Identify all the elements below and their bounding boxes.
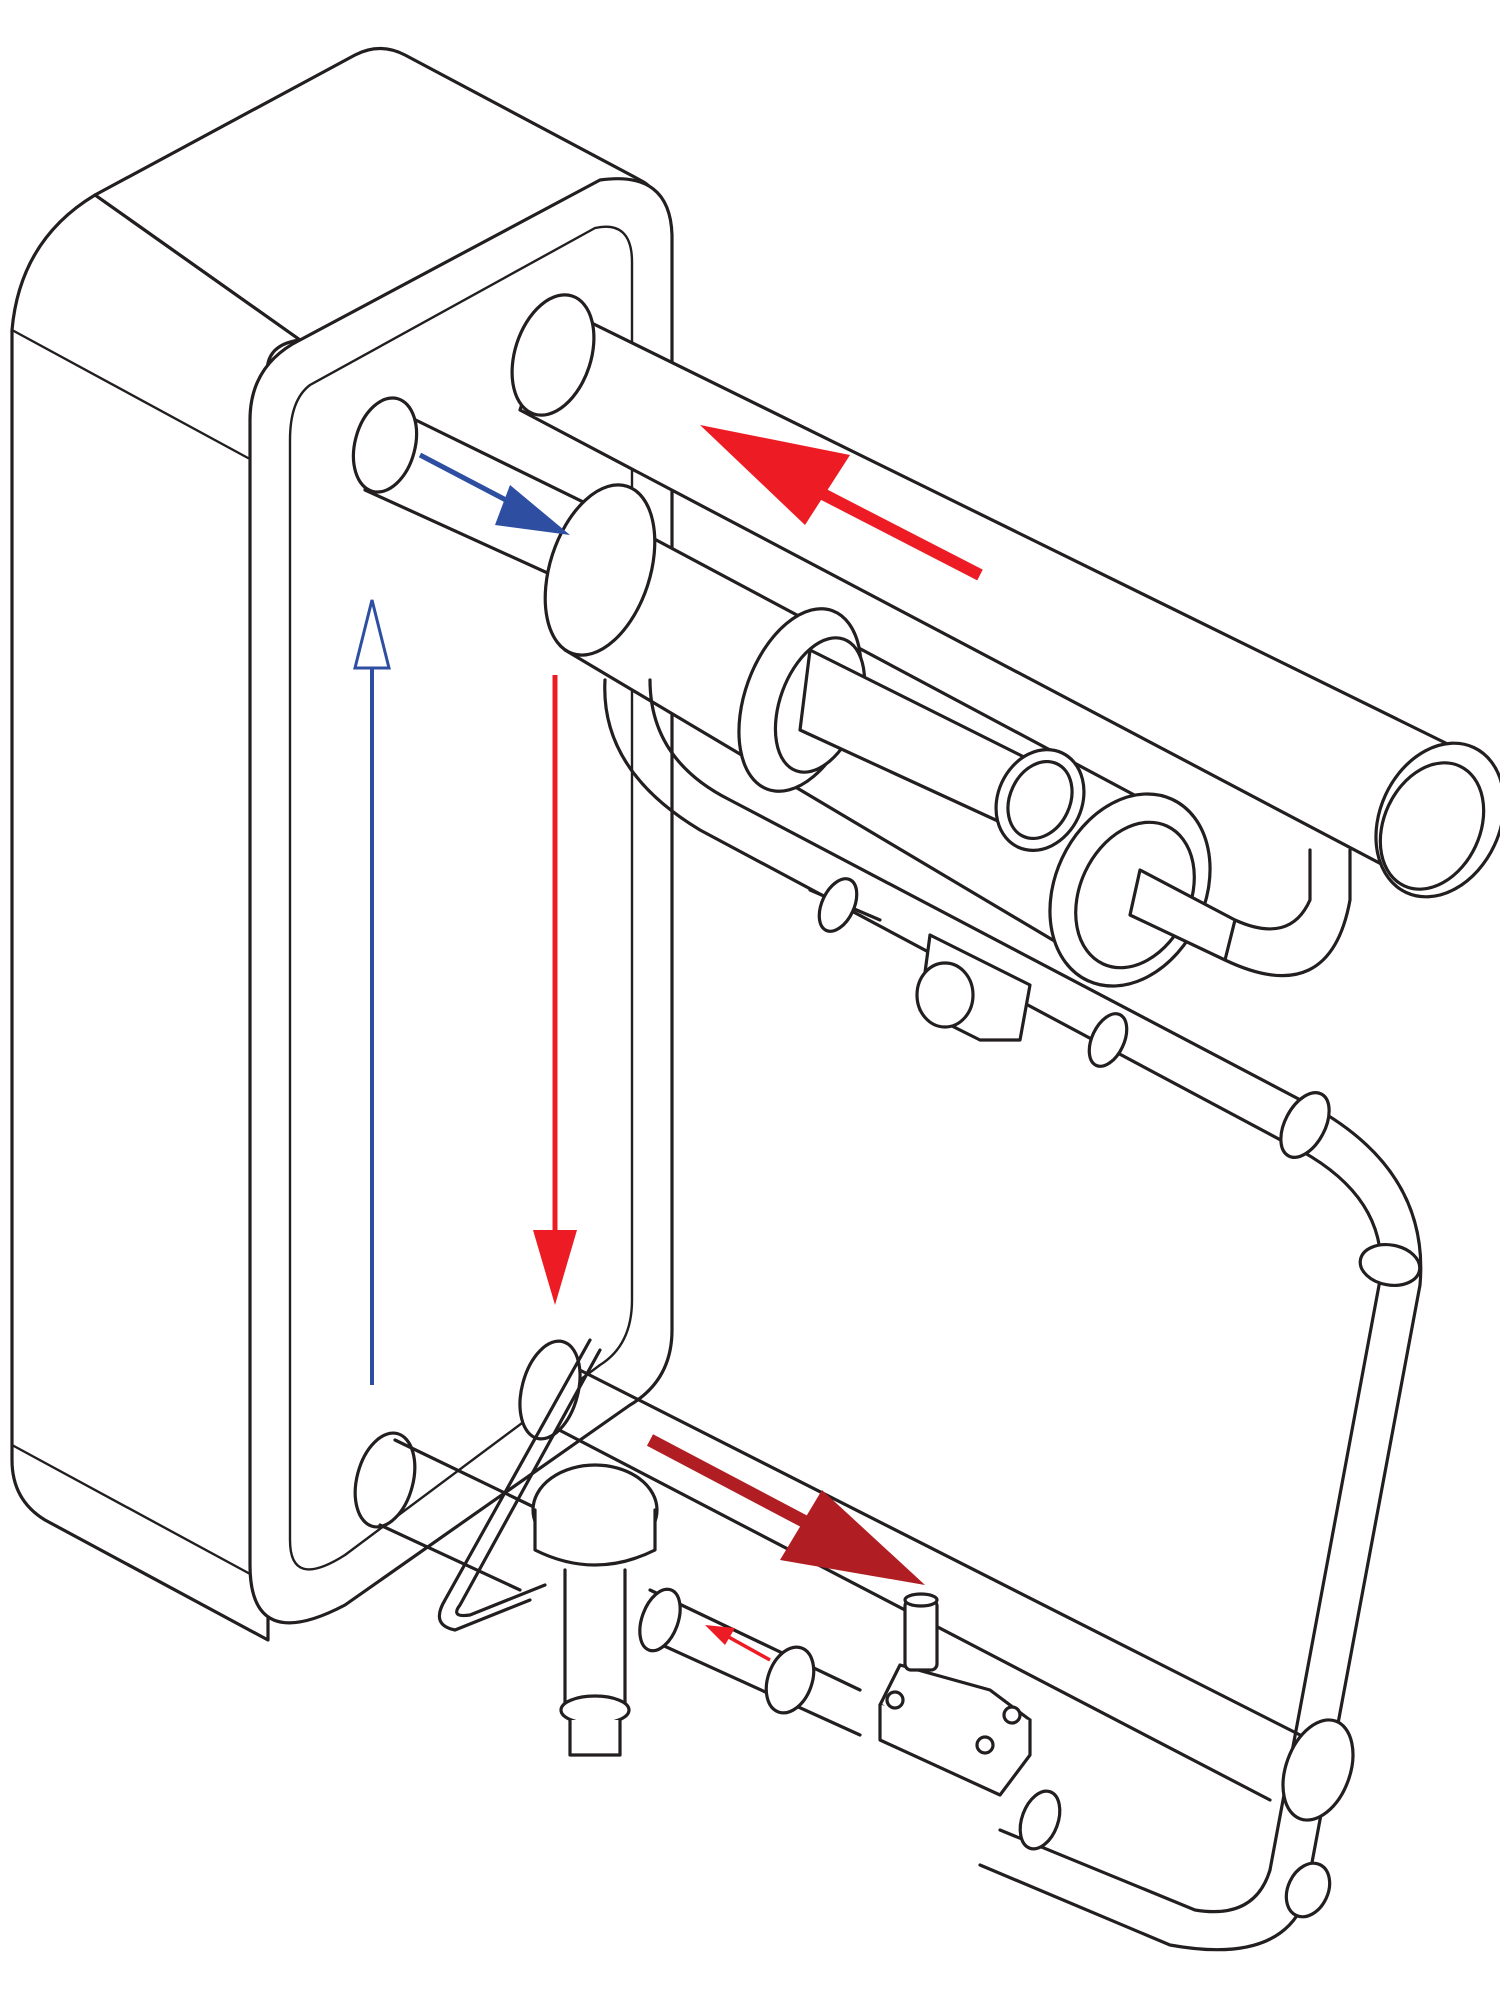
solenoid-valve: [638, 1587, 1062, 1851]
flow-arrow-red-down: [533, 675, 577, 1305]
expansion-valve: [437, 1338, 659, 1757]
exchanger-side-face: [10, 193, 302, 1642]
lower-return-pipe: [518, 1339, 1355, 1822]
exchanger-front-plate-inner: [288, 225, 634, 1571]
flow-arrows: [353, 425, 983, 1662]
flow-arrow-upper-left: [700, 425, 983, 581]
lower-inlet-pipe: [353, 1431, 542, 1592]
sight-glass-fitting: [808, 877, 1129, 1068]
flow-arrow-small-red: [705, 1625, 771, 1662]
accumulator-cylinder: [543, 483, 1352, 988]
flow-arrow-blue-up: [353, 599, 391, 1385]
flow-arrow-lower-right: [646, 1434, 925, 1585]
exchanger-side-edge-top: [10, 328, 250, 460]
flow-arrow-inlet-blue: [418, 452, 570, 535]
exchanger-side-edge-bottom: [10, 1443, 254, 1577]
